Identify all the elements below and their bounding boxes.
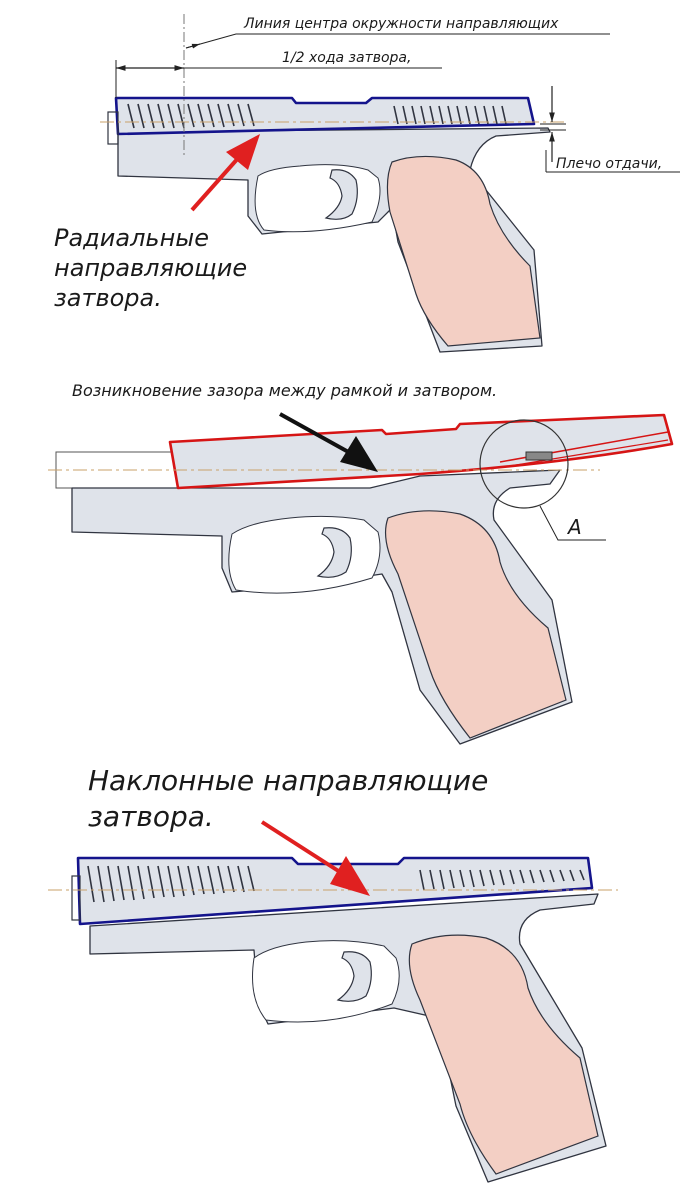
slide-serrations-front <box>393 105 507 125</box>
slide-serrations-front <box>419 869 585 891</box>
grip-panel <box>408 934 599 1175</box>
label-radial-1: Радиальные <box>54 224 209 252</box>
red-arrow-radial <box>190 134 260 212</box>
label-radial-2: направляющие <box>54 254 247 282</box>
slide-tilted <box>168 413 674 490</box>
trigger <box>324 169 358 220</box>
label-inclined-1: Наклонные направляющие <box>88 764 488 797</box>
trigger <box>316 527 352 578</box>
trigger <box>336 951 372 1002</box>
panel-radial: Линия центра окружности направляющих 1/2… <box>54 14 680 353</box>
trigger-guard <box>228 515 381 594</box>
detail-circle <box>479 419 569 509</box>
grip-panel <box>386 155 541 347</box>
label-recoil-arm: Плечо отдачи, <box>556 156 662 172</box>
slide-inclined <box>76 856 594 926</box>
black-arrow-gap <box>279 412 378 472</box>
panel-gap: Возникновение зазора между рамкой и затв… <box>48 381 674 745</box>
panel-inclined: Наклонные направляющие затвора. <box>48 764 618 1183</box>
label-center-line: Линия центра окружности направляющих <box>243 16 559 32</box>
label-inclined-2: затвора. <box>88 800 214 833</box>
label-gap: Возникновение зазора между рамкой и затв… <box>72 381 497 400</box>
red-arrow-inclined <box>260 820 370 896</box>
label-radial-3: затвора. <box>54 284 162 312</box>
grip-panel <box>385 510 567 739</box>
label-detail-a: А <box>566 515 582 539</box>
label-half-stroke: 1/2 хода затвора, <box>282 50 411 66</box>
trigger-guard <box>254 164 381 233</box>
